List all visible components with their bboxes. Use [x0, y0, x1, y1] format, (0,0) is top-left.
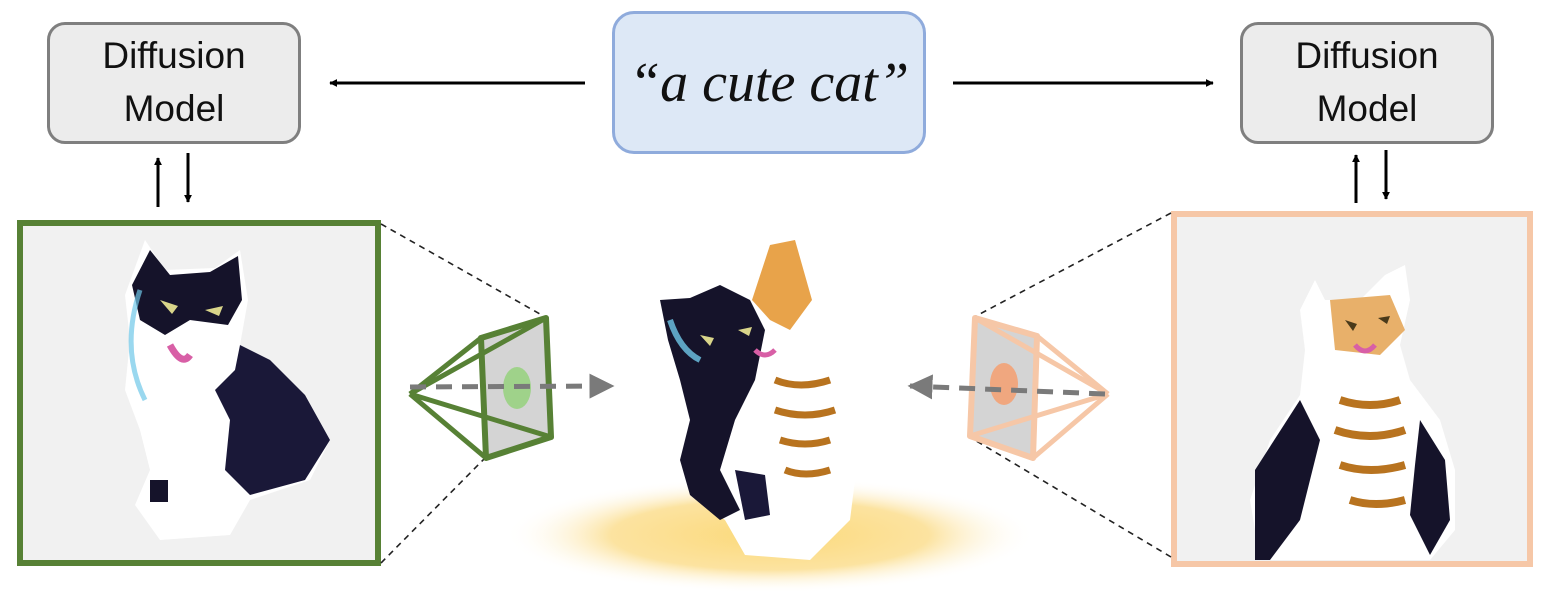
right-model-line2: Model: [1316, 88, 1418, 129]
left-model-line2: Model: [123, 88, 225, 129]
left-camera-icon: [408, 315, 615, 461]
cat-render-3d: [660, 235, 870, 560]
prompt-text: “a cute cat”: [629, 51, 909, 114]
text-prompt-box: “a cute cat”: [612, 11, 926, 154]
right-diffusion-model-box: Diffusion Model: [1240, 22, 1494, 144]
left-diffusion-model-box: Diffusion Model: [47, 22, 301, 144]
left-frustum-lines: [380, 223, 548, 564]
right-exchange-arrows: [1352, 150, 1390, 203]
left-view-image: [17, 220, 381, 566]
right-view-image: [1171, 211, 1533, 567]
left-exchange-arrows: [154, 153, 192, 207]
right-camera-icon: [907, 315, 1110, 461]
cat-render-left: [125, 240, 330, 540]
right-frustum-lines: [967, 212, 1172, 558]
cat-render-right: [1250, 265, 1455, 560]
right-model-line1: Diffusion: [1295, 35, 1439, 77]
left-model-line1: Diffusion: [102, 35, 246, 77]
